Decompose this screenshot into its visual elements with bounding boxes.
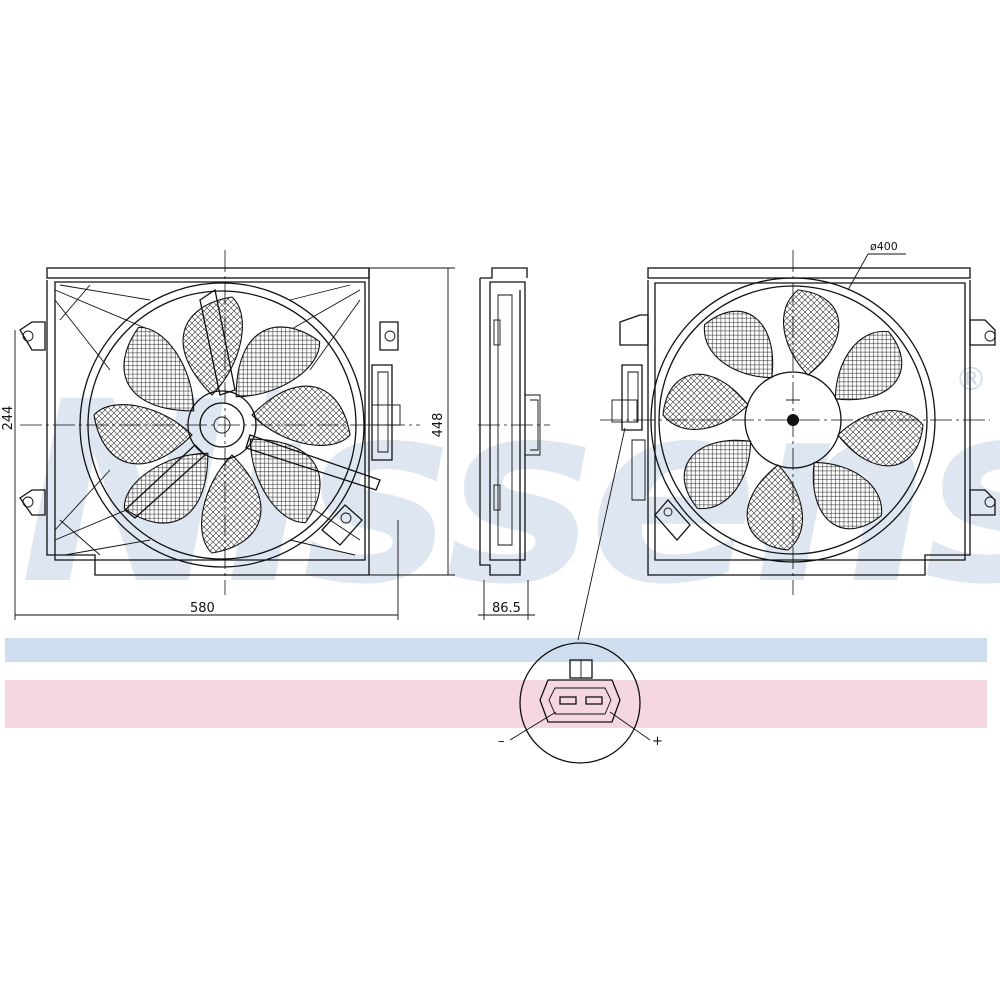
side-view bbox=[478, 267, 550, 576]
registered-mark: ® bbox=[955, 360, 987, 398]
pink-band bbox=[5, 680, 987, 728]
dimension-width: 580 bbox=[190, 601, 215, 616]
connector-plus-label: + bbox=[652, 734, 663, 749]
dimension-fan-diameter: ø400 bbox=[870, 240, 898, 253]
dimension-depth: 86.5 bbox=[492, 601, 521, 616]
connector-detail: – + bbox=[498, 427, 663, 764]
dimension-mount-offset: 244 bbox=[1, 406, 16, 431]
dimensions-side: 86.5 bbox=[478, 580, 535, 620]
blue-band bbox=[5, 638, 987, 662]
connector-minus-label: – bbox=[498, 734, 505, 749]
dimensions-front: 580 448 244 bbox=[1, 267, 455, 620]
front-view bbox=[19, 250, 420, 595]
dimension-height: 448 bbox=[431, 413, 446, 438]
rear-view: ø400 bbox=[600, 240, 996, 595]
